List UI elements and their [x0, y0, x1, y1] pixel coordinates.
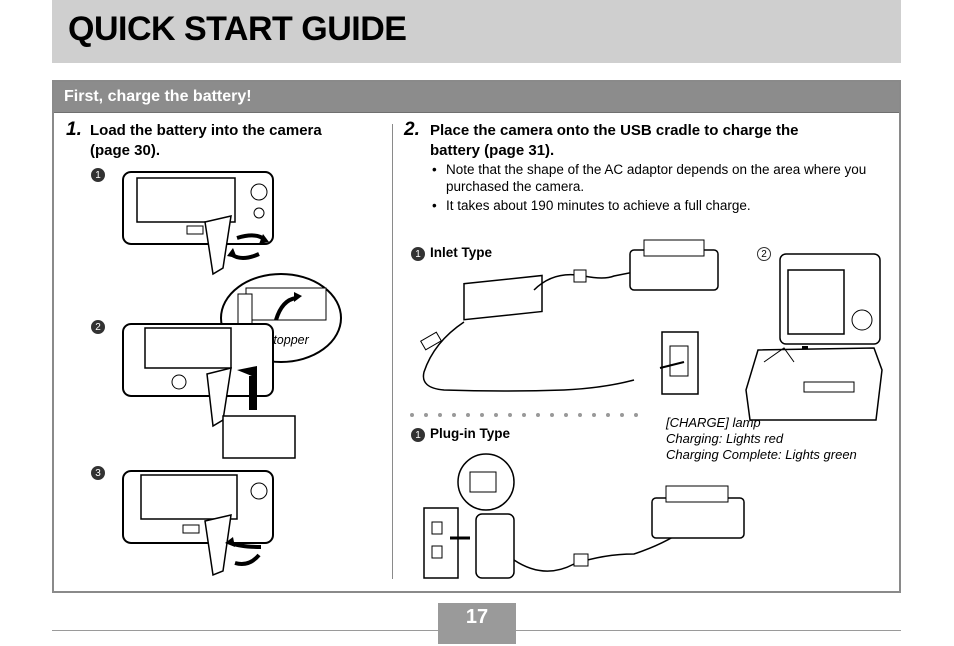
plugin-marker: 1 — [411, 428, 425, 442]
cradle-marker: 2 — [757, 247, 771, 261]
camera-battery-door-open-illustration — [122, 171, 274, 276]
inlet-marker: 1 — [411, 247, 425, 261]
camera-close-battery-door-illustration — [122, 470, 274, 577]
plugin-type-label: Plug-in Type — [430, 426, 510, 441]
step2-text-line1: Place the camera onto the USB cradle to … — [430, 122, 799, 139]
dotted-separator — [410, 413, 638, 417]
page-number-box: 17 — [438, 603, 516, 644]
inlet-type-label: Inlet Type — [430, 245, 493, 260]
column-divider — [392, 124, 393, 579]
inlet-type-adaptor-illustration — [420, 239, 719, 395]
page-number: 17 — [465, 606, 489, 628]
header-band: QUICK START GUIDE — [52, 0, 901, 63]
note-item: Note that the shape of the AC adaptor de… — [430, 161, 900, 195]
page-title: QUICK START GUIDE — [68, 10, 407, 48]
step1-marker-1: 1 — [91, 168, 105, 182]
camera-insert-battery-illustration — [122, 323, 296, 459]
content-panel: First, charge the battery! 1. Load the b… — [52, 80, 901, 593]
charge-lamp-label: [CHARGE] lamp — [666, 415, 761, 430]
section-bar: First, charge the battery! — [54, 82, 899, 113]
step1-number: 1. — [66, 119, 82, 140]
step1-text-line1: Load the battery into the camera — [90, 122, 322, 139]
step2-text-line2: battery (page 31). — [430, 142, 555, 159]
step1-text-line2: (page 30). — [90, 142, 161, 159]
step2-number: 2. — [404, 119, 420, 140]
note-item: It takes about 190 minutes to achieve a … — [430, 197, 900, 214]
plugin-type-adaptor-illustration — [423, 453, 745, 579]
step2-notes: Note that the shape of the AC adaptor de… — [430, 161, 900, 216]
charging-red-label: Charging: Lights red — [666, 431, 784, 446]
step1-marker-3: 3 — [91, 466, 105, 480]
step1-marker-2: 2 — [91, 320, 105, 334]
charging-complete-label: Charging Complete: Lights green — [666, 447, 857, 462]
camera-on-cradle-illustration — [745, 253, 883, 421]
stopper-label: Stopper — [265, 333, 309, 347]
section-title: First, charge the battery! — [64, 88, 252, 105]
